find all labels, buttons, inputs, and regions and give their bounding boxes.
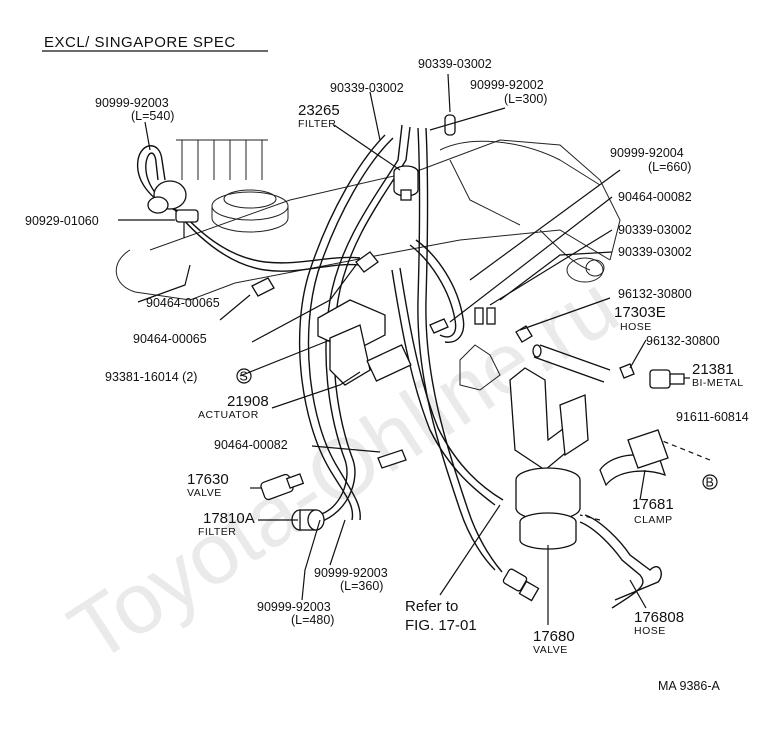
label-filter-17810A-name: FILTER: [198, 526, 236, 538]
label-valve-17680-name: VALVE: [533, 644, 568, 656]
label-clamp-90339-r1: 90339-03002: [618, 223, 692, 237]
label-valve-17680-part: 17680: [533, 628, 575, 645]
clip-90464-b-shape: [355, 251, 379, 273]
leader-lines: [118, 73, 711, 625]
drawing-id: MA 9386-A: [658, 679, 721, 693]
label-hose-300-note: (L=300): [504, 92, 547, 106]
label-hose-660-part: 90999-92004: [610, 146, 684, 160]
label-bolt-91611: 91611-60814: [676, 410, 749, 424]
union-96132-b-shape: [619, 363, 635, 379]
label-filter-17810A-part: 17810A: [203, 510, 255, 527]
label-union-96132-b: 96132-30800: [646, 334, 720, 348]
label-hose-540-note: (L=540): [131, 109, 174, 123]
label-hose-360-note: (L=360): [340, 579, 383, 593]
filter-23265-shape: [393, 165, 419, 201]
bimetal-21381-shape: [649, 369, 685, 389]
label-actuator-21908-name: ACTUATOR: [198, 409, 259, 421]
callout-labels: 90999-92003 (L=540) 90339-03002 90339-03…: [25, 57, 749, 693]
label-valve-17630-name: VALVE: [187, 487, 222, 499]
clamp-90339-r1-shape: [474, 307, 484, 325]
label-filter-23265-name: FILTER: [298, 118, 336, 130]
label-hose-660-note: (L=660): [648, 160, 691, 174]
label-refer-line2: FIG. 17-01: [405, 617, 477, 634]
filter-17810A-shape: [291, 509, 325, 531]
label-hose-360-part: 90999-92003: [314, 566, 388, 580]
actuator-21908-shape: [317, 299, 412, 386]
label-clip-90464-right: 90464-00082: [618, 190, 692, 204]
label-screw-symbol: S: [240, 370, 248, 384]
label-clamp-90339-mid: 90339-03002: [330, 81, 404, 95]
bolt-symbol-circle: [702, 474, 718, 490]
label-clamp-17681-part: 17681: [632, 496, 674, 513]
valve-17630-shape: [260, 473, 305, 501]
label-clip-90464-b: 90464-00065: [133, 332, 207, 346]
clamp-90339-r2-shape: [486, 307, 496, 325]
label-hose-176808-part: 176808: [634, 609, 684, 626]
label-clamp-90339-top: 90339-03002: [418, 57, 492, 71]
label-clamp-17681-name: CLAMP: [634, 514, 673, 526]
label-hose-17303E-name: HOSE: [620, 321, 652, 333]
clip-90464-right-shape: [429, 318, 449, 334]
clamp-17681-shape: [599, 429, 669, 487]
fitting-90929-shape: [175, 209, 199, 238]
label-refer-line1: Refer to: [405, 598, 458, 615]
refer-fitting-shape: [502, 568, 540, 602]
label-bolt-symbol: B: [706, 476, 714, 490]
label-bimetal-21381-name: BI-METAL: [692, 377, 744, 389]
label-hose-480-part: 90999-92003: [257, 600, 331, 614]
label-hose-540-part: 90999-92003: [95, 96, 169, 110]
label-filter-23265-part: 23265: [298, 102, 340, 119]
label-actuator-21908-part: 21908: [227, 393, 269, 410]
clip-90464-low-shape: [377, 449, 407, 469]
screw-symbol-circle: [236, 368, 252, 384]
label-bimetal-21381-part: 21381: [692, 361, 734, 378]
label-screw-93381: 93381-16014 (2): [105, 370, 197, 384]
label-clip-90464-low: 90464-00082: [214, 438, 288, 452]
label-clip-90464-a: 90464-00065: [146, 296, 220, 310]
label-union-96132-a: 96132-30800: [618, 287, 692, 301]
label-hose-17303E-part: 17303E: [614, 304, 666, 321]
valve-17680-shape: [515, 467, 581, 550]
label-hose-176808-name: HOSE: [634, 625, 666, 637]
label-valve-17630-part: 17630: [187, 471, 229, 488]
engine-outline: [115, 139, 621, 391]
hoses: [136, 124, 662, 609]
bracket-shape: [509, 367, 589, 471]
diagram-title: EXCL/ SINGAPORE SPEC: [44, 34, 236, 51]
label-clamp-90339-r2: 90339-03002: [618, 245, 692, 259]
label-fitting-90929: 90929-01060: [25, 214, 99, 228]
label-hose-300-part: 90999-92002: [470, 78, 544, 92]
vacuum-pod-shape: [147, 180, 187, 214]
clip-90464-a-shape: [251, 277, 275, 297]
label-hose-480-note: (L=480): [291, 613, 334, 627]
